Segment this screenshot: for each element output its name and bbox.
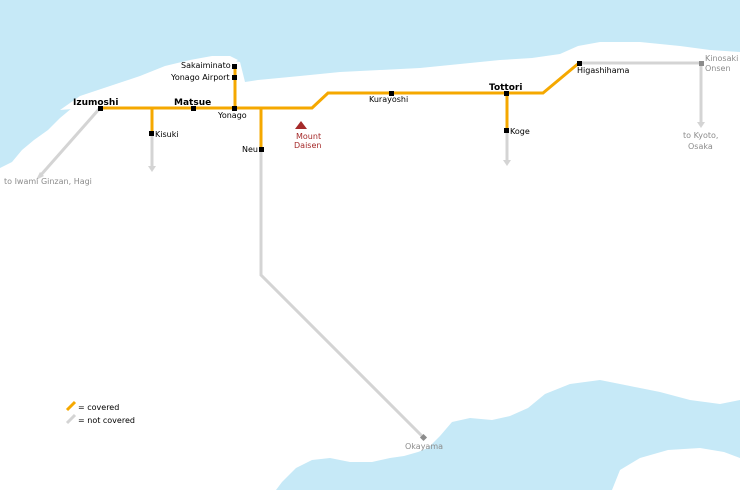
line-neu-okayama — [259, 149, 426, 440]
station-kurayoshi[interactable] — [389, 91, 394, 96]
line-izumo-west — [38, 107, 102, 177]
station-yonago-airport[interactable] — [232, 75, 237, 80]
label-dest-west: to Iwami Ginzan, Hagi — [4, 177, 92, 186]
label-koge: Koge — [510, 127, 530, 136]
legend-covered-swatch — [65, 400, 77, 412]
island-southeast — [612, 448, 740, 490]
station-sakaiminato[interactable] — [232, 64, 237, 69]
label-mount-1: Mount — [296, 132, 321, 141]
label-kisuki: Kisuki — [155, 130, 179, 139]
label-yonago-airport: Yonago Airport — [170, 73, 230, 82]
label-tottori: Tottori — [489, 83, 522, 93]
station-kisuki[interactable] — [149, 131, 154, 136]
covered-lines — [100, 61, 580, 149]
label-izumoshi: Izumoshi — [73, 98, 118, 108]
legend: = covered = not covered — [65, 400, 135, 425]
arrow-west — [36, 172, 44, 180]
legend-not-covered-label: = not covered — [78, 416, 135, 425]
label-matsue: Matsue — [174, 98, 211, 108]
label-kinosaki-2: Onsen — [705, 64, 731, 73]
arrow-east — [697, 122, 705, 128]
station-kinosaki[interactable] — [699, 61, 704, 66]
label-dest-east-1: to Kyoto, — [683, 131, 718, 140]
label-kurayoshi: Kurayoshi — [369, 95, 408, 104]
stations — [98, 61, 704, 442]
station-koge[interactable] — [504, 128, 509, 133]
legend-covered-label: = covered — [78, 403, 119, 412]
label-mount-2: Daisen — [294, 141, 321, 150]
station-neu[interactable] — [259, 147, 264, 152]
labels: Izumoshi Matsue Sakaiminato Yonago Airpo… — [4, 54, 738, 451]
line-main-san-in — [100, 61, 580, 110]
label-okayama: Okayama — [405, 442, 443, 451]
arrow-kisuki — [148, 166, 156, 172]
mainland — [0, 42, 740, 490]
label-dest-east-2: Osaka — [688, 142, 713, 151]
mountain-icon — [295, 121, 307, 129]
label-neu: Neu — [242, 145, 258, 154]
legend-not-covered-swatch — [65, 413, 77, 425]
label-yonago: Yonago — [217, 111, 247, 120]
station-izumoshi[interactable] — [98, 106, 103, 111]
shimane-peninsula — [60, 56, 238, 110]
label-sakaiminato: Sakaiminato — [181, 61, 231, 70]
label-higashihama: Higashihama — [577, 66, 629, 75]
station-okayama[interactable] — [419, 433, 428, 442]
station-yonago[interactable] — [232, 106, 237, 111]
label-kinosaki-1: Kinosaki — [705, 54, 738, 63]
station-matsue[interactable] — [191, 106, 196, 111]
station-higashihama[interactable] — [577, 61, 582, 66]
arrow-koge — [503, 160, 511, 166]
station-tottori[interactable] — [504, 91, 509, 96]
